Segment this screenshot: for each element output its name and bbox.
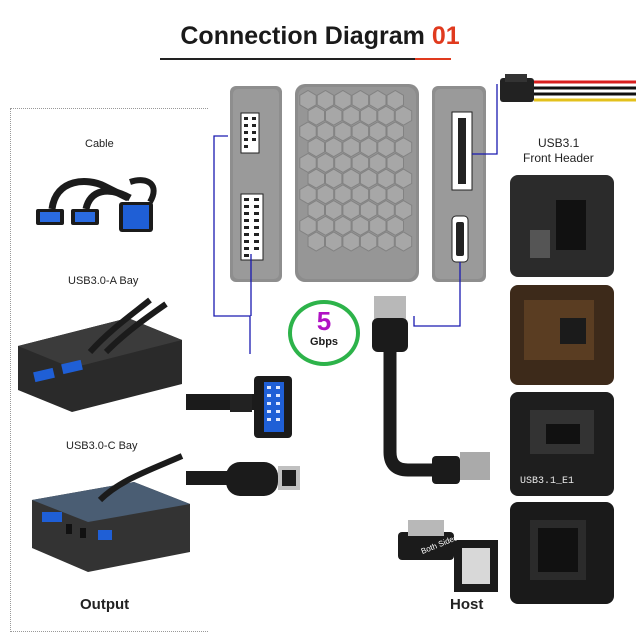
hex-cell [325,137,343,158]
hex-cell [316,215,335,236]
connection-lines [213,84,498,354]
hex-cell [299,184,317,205]
hex-cell [299,89,317,111]
hex-cell [351,152,370,173]
front-header-label-1: USB3.1 [538,136,580,150]
hex-cell [325,168,343,189]
hex-cell [325,231,343,252]
hex-cell [299,215,317,236]
output-panel [10,108,208,632]
hex-cell [307,231,325,252]
title-underline [160,58,450,60]
hex-cell [307,105,325,126]
hex-cell [377,137,395,158]
hex-cell [334,184,352,205]
title-number: 01 [431,22,460,50]
hex-cell [307,137,325,158]
hex-cell [394,168,413,189]
hex-cell [386,184,404,205]
key-a-adapter-icon [398,520,498,592]
hex-cell [386,152,404,173]
hex-cell [394,137,413,158]
board-silk-label: USB3.1_E1 [520,476,575,487]
speed-badge: 5 Gbps [288,300,360,366]
hex-cell [394,105,413,126]
hex-cell [351,184,370,205]
hex-cell [359,105,378,126]
hex-cell [359,137,378,158]
hex-cell [342,137,360,158]
host-label: Host [450,596,484,613]
hex-cell [325,105,343,126]
hex-cell [394,200,413,221]
hex-cell [316,89,335,111]
hub-right-board [432,86,486,282]
cable-label: Cable [85,138,114,150]
hex-cell [386,121,404,142]
hex-cell [334,152,352,173]
hub-left-board [230,86,282,282]
hex-cell [351,121,370,142]
front-header-label-2: Front Header [523,151,594,165]
hex-cell [369,89,387,111]
hex-cell [342,168,360,189]
usb3-cable-icon [36,177,157,232]
hex-cell [325,200,343,221]
output-cable-20pin [186,376,292,438]
hex-cell [342,200,360,221]
speed-unit: Gbps [309,336,339,348]
page-title: Connection Diagram 01 [0,22,640,51]
typec-bay-icon [32,453,190,572]
output-label: Output [80,596,130,613]
hex-cell [334,215,352,236]
hex-cell [369,215,387,236]
output-cable-key-a [186,462,300,496]
hex-cell [299,121,317,142]
hex-cell [386,215,404,236]
speed-value: 5 [316,306,332,336]
hex-cell [377,200,395,221]
hex-cell [377,231,395,252]
front-bay-icon [18,297,182,412]
usb30a-label: USB3.0-A Bay [68,275,139,287]
hex-cell [299,152,317,173]
hex-cell [307,200,325,221]
hex-cell [307,168,325,189]
hex-cell [334,121,352,142]
hex-cell [342,231,360,252]
hex-cell [394,231,413,252]
micro-b-cable-icon [372,296,490,484]
hex-cell [386,89,404,111]
title-underline-accent [415,58,451,60]
sata-power-icon [500,74,636,102]
hex-cell [359,168,378,189]
motherboard-photo [510,175,614,604]
usb30c-label: USB3.0-C Bay [66,440,138,452]
hex-cell [316,121,335,142]
hex-cell [359,231,378,252]
hex-cell [316,184,335,205]
hex-cell [359,200,378,221]
hex-cell [351,215,370,236]
hex-cell [351,89,370,111]
hub-cover-hexagon [295,84,419,282]
hex-cell [334,89,352,111]
hex-cell [369,121,387,142]
hex-cell [316,152,335,173]
title-text: Connection Diagram [180,22,425,50]
hex-cell [342,105,360,126]
hex-cell [377,168,395,189]
hex-cell [369,152,387,173]
hex-cell [369,184,387,205]
hex-cell [377,105,395,126]
